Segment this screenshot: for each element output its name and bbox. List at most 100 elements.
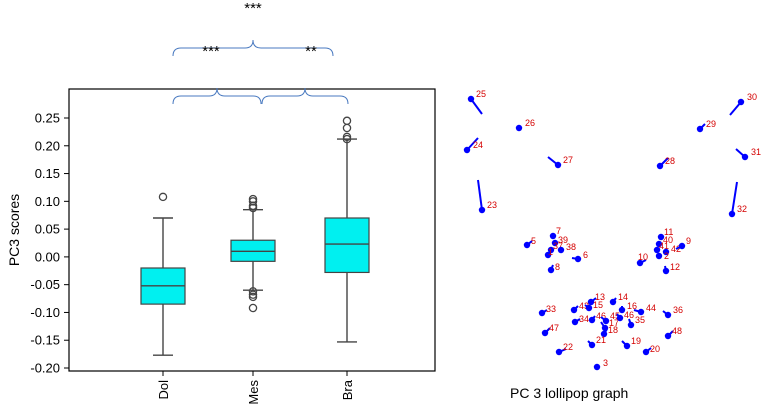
landmark-point bbox=[609, 298, 617, 306]
landmark-point bbox=[588, 341, 596, 349]
landmark-point bbox=[728, 210, 736, 218]
landmark-point bbox=[662, 267, 670, 275]
landmark-label: 25 bbox=[476, 89, 486, 99]
landmark-label: 13 bbox=[595, 292, 605, 302]
landmark-label: 8 bbox=[555, 262, 560, 272]
outlier-point bbox=[342, 123, 352, 133]
landmark-point bbox=[664, 311, 672, 319]
landmark-point bbox=[588, 316, 596, 324]
landmark-label: 19 bbox=[631, 336, 641, 346]
landmark-label: 7 bbox=[556, 226, 561, 236]
landmark-point bbox=[618, 306, 626, 314]
landmark-point bbox=[544, 251, 552, 259]
landmark-label: 23 bbox=[487, 200, 497, 210]
landmark-point bbox=[571, 318, 579, 326]
y-tick-label: -0.15 bbox=[30, 333, 60, 348]
landmark-point bbox=[637, 308, 645, 316]
landmark-label: 30 bbox=[747, 92, 757, 102]
landmark-label: 26 bbox=[525, 118, 535, 128]
box-bra bbox=[324, 217, 370, 274]
landmark-label: 27 bbox=[563, 155, 573, 165]
landmark-label: 21 bbox=[596, 335, 606, 345]
landmark-point bbox=[662, 248, 670, 256]
landmark-label: 6 bbox=[583, 250, 588, 260]
landmark-point bbox=[737, 98, 745, 106]
significance-label: *** bbox=[244, 0, 262, 17]
brace-dol-mesbra bbox=[172, 39, 334, 57]
y-tick-label: -0.20 bbox=[30, 361, 60, 376]
brace-mes-bra bbox=[261, 87, 349, 105]
y-tick-label: 0.05 bbox=[35, 222, 60, 237]
outlier-point bbox=[342, 132, 352, 142]
landmark-point bbox=[656, 162, 664, 170]
landmark-label: 35 bbox=[635, 315, 645, 325]
landmark-point bbox=[585, 304, 593, 312]
landmark-point bbox=[653, 246, 661, 254]
y-tick-label: -0.10 bbox=[30, 305, 60, 320]
landmark-label: 39 bbox=[558, 235, 568, 245]
landmark-label: 29 bbox=[706, 119, 716, 129]
landmark-point bbox=[657, 233, 665, 241]
y-tick-label: 0.25 bbox=[35, 111, 60, 126]
y-tick-label: 0.15 bbox=[35, 166, 60, 181]
outlier-point bbox=[342, 116, 352, 126]
landmark-stem bbox=[477, 179, 483, 211]
y-tick-label: 0.10 bbox=[35, 194, 60, 209]
landmark-point bbox=[570, 306, 578, 314]
landmark-label: 38 bbox=[566, 242, 576, 252]
landmark-point bbox=[642, 348, 650, 356]
landmark-label: 31 bbox=[751, 147, 761, 157]
plot-frame bbox=[68, 88, 436, 372]
landmark-point bbox=[467, 95, 475, 103]
landmark-point bbox=[549, 232, 557, 240]
y-tick-label: 0.00 bbox=[35, 249, 60, 264]
outlier-point bbox=[248, 303, 258, 313]
landmark-point bbox=[678, 242, 686, 250]
landmark-point bbox=[538, 309, 546, 317]
landmark-point bbox=[655, 240, 663, 248]
brace-dol-mes bbox=[172, 87, 262, 105]
landmark-label: 9 bbox=[686, 236, 691, 246]
landmark-point bbox=[741, 153, 749, 161]
landmark-point bbox=[593, 363, 601, 371]
landmark-point bbox=[587, 298, 595, 306]
landmark-point bbox=[547, 266, 555, 274]
landmark-label: 2 bbox=[664, 251, 669, 261]
landmark-point bbox=[616, 314, 624, 322]
landmark-point bbox=[627, 321, 635, 329]
landmark-point bbox=[664, 332, 672, 340]
landmark-point bbox=[623, 342, 631, 350]
landmark-point bbox=[478, 206, 486, 214]
landmark-label: 5 bbox=[531, 236, 536, 246]
landmark-point bbox=[557, 246, 565, 254]
significance-label: ** bbox=[305, 43, 317, 60]
landmark-label: 16 bbox=[627, 301, 637, 311]
landmark-label: 37 bbox=[553, 241, 563, 251]
landmark-label: 45 bbox=[610, 311, 620, 321]
landmark-label: 24 bbox=[473, 140, 483, 150]
y-tick-label: -0.05 bbox=[30, 277, 60, 292]
landmark-point bbox=[574, 255, 582, 263]
y-tick-label: 0.20 bbox=[35, 138, 60, 153]
x-tick-label: Mes bbox=[246, 380, 261, 405]
landmark-label: 47 bbox=[549, 323, 559, 333]
landmark-label: 11 bbox=[664, 227, 673, 237]
landmark-point bbox=[541, 329, 549, 337]
landmark-label: 44 bbox=[646, 303, 656, 313]
landmark-label: 28 bbox=[665, 156, 675, 166]
landmark-label: 10 bbox=[638, 252, 648, 262]
landmark-label: 46 bbox=[596, 311, 606, 321]
boxplot-panel: 0.25 0.20 0.15 0.10 0.05 0.00 -0.05 -0.10 -0.15 -… bbox=[6, 0, 436, 405]
outlier-point bbox=[158, 192, 168, 202]
landmark-label: 17 bbox=[609, 318, 619, 328]
landmark-label: 36 bbox=[673, 305, 683, 315]
landmark-label: 34 bbox=[579, 314, 589, 324]
outlier-point bbox=[248, 194, 258, 204]
landmark-label: 41 bbox=[659, 241, 669, 251]
landmark-stem bbox=[731, 181, 738, 215]
landmark-point bbox=[602, 317, 610, 325]
landmark-label: 46 bbox=[624, 310, 634, 320]
landmark-label: 33 bbox=[546, 304, 556, 314]
